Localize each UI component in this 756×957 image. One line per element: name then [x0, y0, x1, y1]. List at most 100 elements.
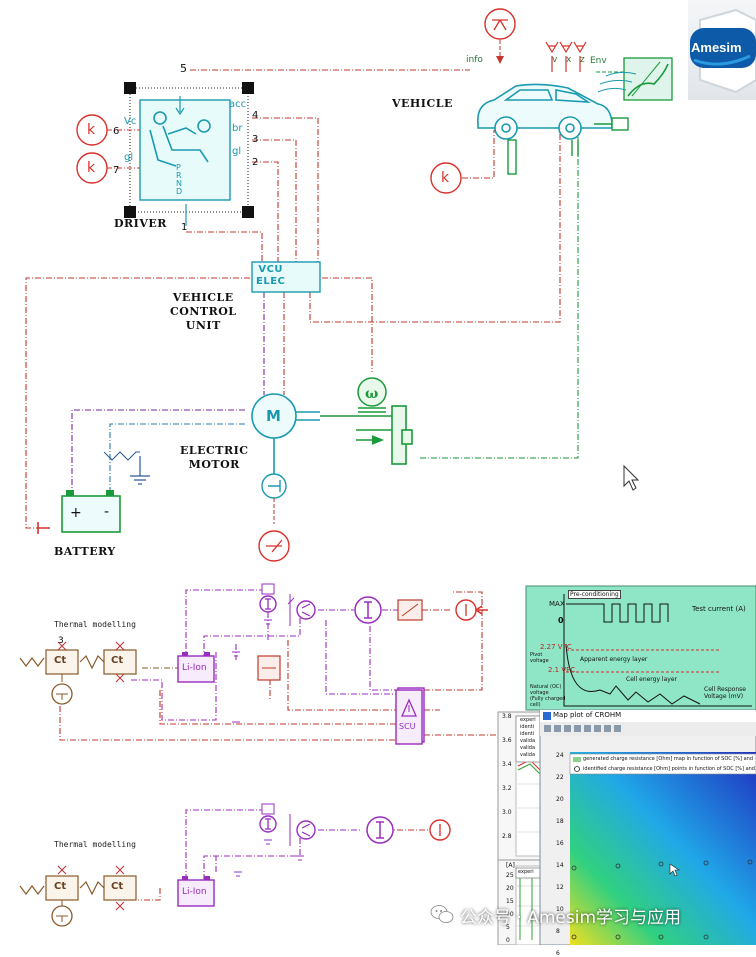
- gearbox-icon[interactable]: [320, 405, 413, 465]
- chart-preconditioning-response: Cell Response Voltage (mV): [704, 686, 746, 700]
- port-v-label: v: [552, 55, 558, 65]
- k-input-3[interactable]: [430, 162, 462, 194]
- chart-current-tick-label: 5: [506, 924, 510, 931]
- chart-current-legend-item: experi: [518, 869, 534, 875]
- chart-preconditioning-v2: 2.1 VPC: [548, 666, 576, 674]
- electric-motor[interactable]: [251, 393, 320, 524]
- chart-voltage-tick-label: 3.4: [502, 761, 512, 768]
- battery-block[interactable]: [61, 490, 121, 533]
- driver-gear-selector: P R N D: [176, 163, 183, 196]
- port-z-label: z: [580, 55, 585, 65]
- limiter-block-1[interactable]: [397, 599, 423, 621]
- driver-port-gl-in: gl: [124, 152, 134, 163]
- li-ion-label-1: Li-Ion: [182, 663, 207, 673]
- thermal-chain-2[interactable]: [19, 865, 137, 927]
- driver-port-br: br: [232, 123, 243, 134]
- thermal-chain-1[interactable]: [19, 641, 137, 705]
- port-number-thermal: 3: [58, 636, 64, 646]
- current-sensor-2[interactable]: [259, 803, 277, 845]
- amesim-logo-text: Amesim: [691, 40, 742, 55]
- map-plot-tick-label: 16: [556, 840, 564, 847]
- driver-label: DRIVER: [114, 217, 167, 230]
- chart-preconditioning-natural: Natural (OC) voltage (Fully charged cell…: [530, 684, 566, 708]
- watermark-text: 公众号 · Amesim学习与应用: [460, 908, 681, 928]
- battery-label: BATTERY: [54, 545, 116, 558]
- svg-text:ω: ω: [365, 386, 378, 402]
- k-input-1[interactable]: [76, 114, 140, 146]
- chart-current-tick-label: 25: [506, 872, 514, 879]
- port-number-4: 4: [252, 110, 259, 121]
- current-meter-1[interactable]: [354, 596, 382, 624]
- env-symbols: [545, 41, 587, 72]
- driver-block[interactable]: [124, 82, 254, 226]
- speed-sensor-omega[interactable]: ω: [357, 377, 387, 413]
- port-x-label: x: [566, 55, 572, 65]
- chart-current-tick-label: 15: [506, 898, 514, 905]
- driver-port-vc: Vc: [124, 116, 137, 127]
- chart-current-tick-label: 0: [506, 937, 510, 944]
- voltage-sensor-1[interactable]: [287, 594, 316, 626]
- k-input-2[interactable]: [76, 152, 140, 184]
- battery-plus: +: [70, 505, 82, 521]
- vcu-block[interactable]: [251, 261, 321, 293]
- map-plot-legend-1: generated charge resistance [Ohm] map in…: [583, 756, 755, 762]
- chart-current-tick-label: 20: [506, 885, 514, 892]
- chart-voltage-legend-item: experi: [520, 717, 536, 723]
- chart-voltage-tick-label: 3.8: [502, 713, 512, 720]
- scu-block[interactable]: [395, 687, 425, 745]
- k-label-1: k: [87, 122, 96, 138]
- chart-voltage-tick-label: 3.0: [502, 809, 512, 816]
- vehicle-brake-port[interactable]: [507, 117, 629, 175]
- ct-label-1a: Ct: [54, 655, 67, 666]
- chart-voltage-legend-item: identi: [520, 731, 535, 737]
- chart-preconditioning-v1: 2.27 VPC: [540, 643, 572, 651]
- chart-preconditioning-cell: Cell energy layer: [626, 676, 677, 683]
- li-ion-cell-2[interactable]: [177, 876, 215, 907]
- port-number-5: 5: [180, 62, 187, 75]
- driver-port-gl: gl: [232, 146, 242, 157]
- map-plot-window-title[interactable]: Map plot of CROHM: [553, 711, 622, 719]
- ground-symbol: [130, 456, 150, 485]
- ct-label-1b: Ct: [111, 655, 124, 666]
- chart-preconditioning-pivot: Pivot voltage: [530, 652, 549, 664]
- chart-preconditioning-zero: 0: [558, 616, 564, 625]
- port-number-3: 3: [252, 134, 259, 145]
- gain-block-1[interactable]: [257, 655, 281, 681]
- environment-road-icon[interactable]: [596, 57, 673, 101]
- voltage-sensor-2[interactable]: [289, 814, 316, 846]
- vehicle-car-icon[interactable]: [477, 71, 637, 140]
- driver-port-acc: acc: [229, 99, 247, 110]
- map-plot-tick-label: 10: [556, 906, 564, 913]
- chart-voltage-legend-item: identi: [520, 724, 535, 730]
- chart-voltage-tick-label: 3.6: [502, 737, 512, 744]
- current-sensor-1[interactable]: [259, 583, 277, 625]
- li-ion-cell-1[interactable]: [177, 652, 215, 683]
- battery-minus: -: [104, 504, 110, 520]
- port-number-7: 7: [113, 165, 120, 176]
- port-number-6: 6: [113, 126, 120, 137]
- chart-preconditioning-max: MAX: [549, 600, 565, 608]
- map-plot-tick-label: 22: [556, 774, 564, 781]
- chart-preconditioning-title: Pre-conditioning: [568, 590, 621, 599]
- amesim-logo: [688, 0, 756, 100]
- map-plot-legend-2: identified charge resistance [Ohm] point…: [583, 766, 755, 772]
- chart-current-ylabel: [A]: [506, 862, 515, 869]
- map-plot-tick-label: 20: [556, 796, 564, 803]
- map-plot-tick-label: 24: [556, 752, 564, 759]
- torque-source-icon[interactable]: [258, 530, 290, 562]
- map-plot-tick-label: 12: [556, 884, 564, 891]
- current-meter-2[interactable]: [366, 816, 394, 844]
- map-plot-tick-label: 6: [556, 950, 560, 957]
- ct-label-2b: Ct: [111, 881, 124, 892]
- lower-circuit-2: [138, 809, 428, 901]
- port-number-2: 2: [252, 157, 259, 168]
- vcu-block-label: VCU ELEC: [256, 264, 286, 287]
- chart-voltage-legend-item: valida: [520, 745, 536, 751]
- map-plot-tick-label: 8: [556, 928, 560, 935]
- current-source-2[interactable]: [429, 819, 451, 841]
- road-gauge-symbol[interactable]: [484, 8, 516, 64]
- current-source-1[interactable]: [455, 599, 488, 621]
- electric-motor-label: ELECTRIC MOTOR: [180, 444, 249, 471]
- map-plot-window[interactable]: [539, 709, 756, 945]
